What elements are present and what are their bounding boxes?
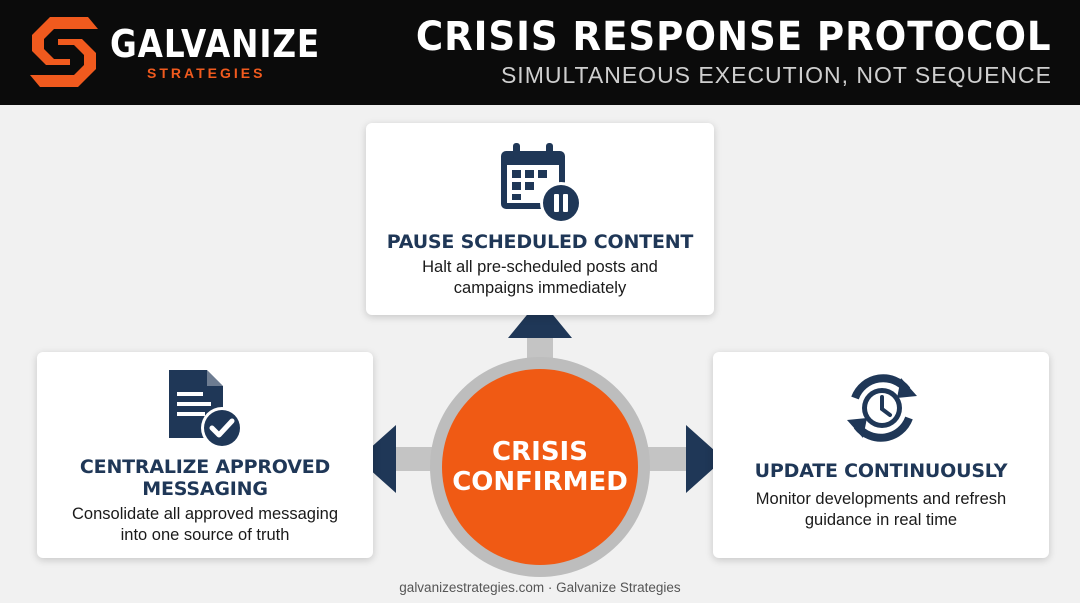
calendar-pause-icon (501, 143, 582, 224)
document-check-icon (169, 370, 243, 449)
card-pause-scheduled-content: PAUSE SCHEDULED CONTENT Halt all pre-sch… (366, 123, 714, 315)
card-description-line: guidance in real time (804, 511, 958, 529)
header-bar: GALVANIZE STRATEGIES CRISIS RESPONSE PRO… (0, 0, 1080, 105)
card-description: Monitor developments and refresh guidanc… (713, 489, 1049, 531)
card-description-line: campaigns immediately (453, 279, 627, 297)
page-title: CRISIS RESPONSE PROTOCOL (416, 14, 1052, 60)
card-title: PAUSE SCHEDULED CONTENT (386, 231, 694, 253)
card-title: CENTRALIZE APPROVED MESSAGING (37, 456, 373, 500)
card-title-line: CENTRALIZE APPROVED (79, 456, 331, 478)
card-description-line: Monitor developments and refresh (755, 490, 1007, 508)
clock-refresh-icon (847, 374, 917, 442)
arrow-right-icon (686, 425, 724, 493)
card-update-continuously: UPDATE CONTINUOUSLY Monitor developments… (713, 352, 1049, 558)
crisis-confirmed-circle: CRISIS CONFIRMED (442, 369, 638, 565)
arrow-up-icon (508, 299, 572, 338)
card-description-line: Consolidate all approved messaging (72, 505, 338, 523)
card-description: Consolidate all approved messaging into … (37, 504, 373, 546)
brand-name: GALVANIZE (110, 22, 321, 66)
card-title: UPDATE CONTINUOUSLY (754, 460, 1008, 482)
footer-credit: galvanizestrategies.com · Galvanize Stra… (399, 580, 681, 595)
galvanize-logo-icon (30, 17, 98, 87)
center-label-line: CRISIS (492, 437, 588, 467)
card-description-line: into one source of truth (120, 526, 290, 544)
brand-subtitle: STRATEGIES (147, 65, 266, 81)
center-label-line: CONFIRMED (452, 467, 628, 497)
arrow-left-icon (358, 425, 396, 493)
card-title-line: MESSAGING (142, 478, 268, 500)
card-description: Halt all pre-scheduled posts and campaig… (366, 257, 714, 299)
page-subtitle: SIMULTANEOUS EXECUTION, NOT SEQUENCE (500, 62, 1052, 88)
card-description-line: Halt all pre-scheduled posts and (422, 258, 658, 276)
card-centralize-messaging: CENTRALIZE APPROVED MESSAGING Consolidat… (37, 352, 373, 558)
